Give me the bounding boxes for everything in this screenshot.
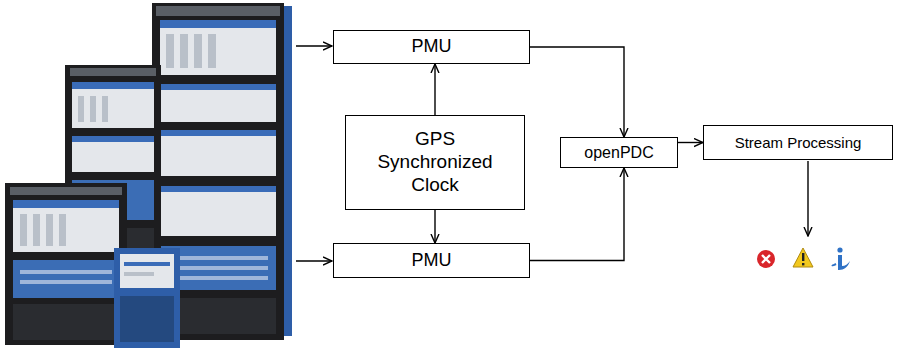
illustration-part	[168, 256, 268, 260]
illustration-part	[168, 276, 268, 280]
warning-icon	[793, 248, 813, 267]
server-rack	[5, 183, 127, 345]
illustration-part	[160, 20, 276, 28]
flow-arrow	[434, 210, 435, 243]
illustration-part	[166, 34, 174, 68]
illustration-part	[762, 255, 770, 263]
pmu-box: PMU	[333, 243, 530, 278]
illustration-part	[160, 186, 276, 192]
illustration-part	[156, 6, 280, 16]
illustration-part	[838, 255, 850, 270]
pmu-box: PMU	[333, 30, 530, 64]
illustration-part	[10, 187, 122, 195]
illustration-part	[124, 272, 154, 276]
flow-arrow	[434, 64, 435, 115]
concentrator-box: openPDC	[560, 137, 678, 168]
illustration-part	[72, 82, 154, 128]
flow-arrow	[678, 142, 703, 143]
input-arrow	[296, 45, 332, 46]
illustration-part	[160, 130, 276, 136]
node-label: GPS Synchronized Clock	[371, 128, 499, 196]
illustration-part	[13, 260, 119, 298]
illustration-part	[20, 280, 112, 284]
node-label: PMU	[412, 36, 452, 58]
illustration-part	[180, 34, 188, 68]
clock-box: GPS Synchronized Clock	[345, 115, 525, 210]
illustration-part	[46, 214, 53, 246]
illustration-part	[160, 186, 276, 236]
illustration-part	[59, 214, 66, 246]
illustration-part	[124, 262, 170, 266]
illustration-part	[160, 130, 276, 176]
text-stack: PMU	[412, 250, 452, 272]
info-icon	[832, 247, 850, 270]
illustration-part	[72, 136, 154, 142]
illustration-part	[114, 248, 180, 348]
illustration-part	[284, 6, 292, 336]
illustration-part	[160, 20, 276, 75]
node-label: PMU	[412, 250, 452, 272]
illustration-part	[802, 253, 804, 261]
illustration-part	[78, 96, 84, 122]
illustration-part	[120, 296, 174, 342]
process-box: Stream Processing	[703, 125, 893, 160]
text-stack: GPS Synchronized Clock	[371, 128, 499, 196]
illustration-part	[20, 270, 112, 274]
illustration-part	[160, 84, 276, 90]
output-arrow	[807, 161, 808, 236]
illustration-part	[160, 84, 276, 122]
node-label: openPDC	[584, 143, 653, 162]
illustration-part	[102, 96, 108, 122]
illustration-part	[208, 34, 216, 68]
illustration-part	[5, 183, 127, 345]
illustration-part	[20, 214, 27, 246]
illustration-part	[168, 266, 268, 270]
flow-arrow	[530, 47, 624, 137]
flow-arrow	[530, 168, 624, 261]
illustration-part	[72, 136, 154, 172]
input-arrow	[296, 260, 332, 261]
text-stack: openPDC	[584, 143, 653, 162]
illustration-part	[70, 68, 156, 76]
illustration-part	[13, 304, 119, 340]
illustration-part	[832, 264, 836, 265]
pmu-device	[114, 248, 180, 348]
illustration-part	[194, 34, 202, 68]
node-label: Stream Processing	[735, 134, 862, 152]
illustration-part	[13, 200, 119, 208]
text-stack: PMU	[412, 36, 452, 58]
illustration-part	[837, 247, 842, 252]
illustration-part	[793, 248, 813, 267]
illustration-part	[33, 214, 40, 246]
illustration-part	[757, 250, 775, 268]
illustration-part	[90, 96, 96, 122]
illustration-part	[120, 254, 174, 288]
illustration-part	[13, 200, 119, 252]
illustration-part	[802, 263, 804, 265]
text-stack: Stream Processing	[735, 134, 862, 152]
error-icon	[757, 250, 775, 268]
illustration-part	[72, 82, 154, 89]
